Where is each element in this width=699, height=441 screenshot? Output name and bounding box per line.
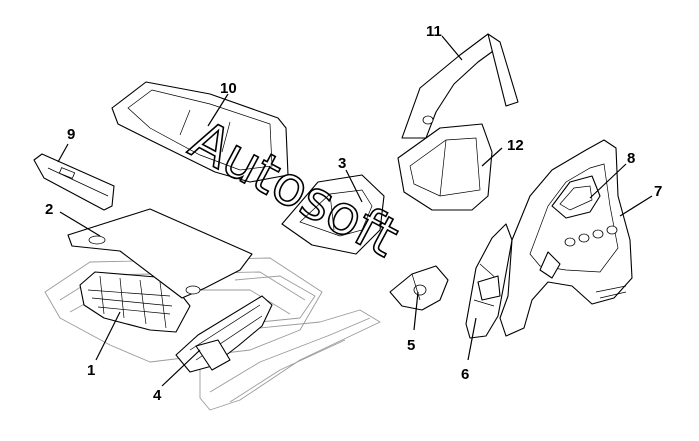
callout-8: 8: [627, 150, 635, 167]
part-4-longitudinal-member: [175, 295, 273, 373]
callout-labels: 1 2 3 4 5 6 7 8 9 10 11 12: [45, 23, 662, 404]
callout-11: 11: [426, 23, 442, 40]
part-10-parcel-shelf: [111, 81, 289, 183]
leader-lines: [57, 35, 653, 387]
part-11-c-pillar: [401, 33, 519, 139]
callout-12: 12: [507, 137, 524, 154]
part-8-window-frame: [551, 175, 601, 219]
part-9-rear-panel-brace: [33, 153, 115, 211]
callout-1: 1: [87, 362, 95, 379]
callout-6: 6: [461, 366, 469, 383]
part-2-luggage-floor-panel: [67, 208, 253, 299]
callout-2: 2: [45, 201, 53, 218]
part-12-quarter-inner-panel: [397, 123, 493, 211]
callout-3: 3: [338, 155, 346, 172]
callout-10: 10: [220, 80, 237, 97]
part-7-body-side-outer: [499, 139, 633, 337]
callout-9: 9: [67, 126, 75, 143]
callout-7: 7: [654, 183, 662, 200]
part-1-rear-floor-crossmember: [79, 271, 191, 333]
part-5-bracket: [389, 265, 449, 311]
callout-4: 4: [153, 387, 162, 404]
callout-5: 5: [407, 337, 415, 354]
part-6-rear-pillar-lower: [465, 223, 513, 339]
